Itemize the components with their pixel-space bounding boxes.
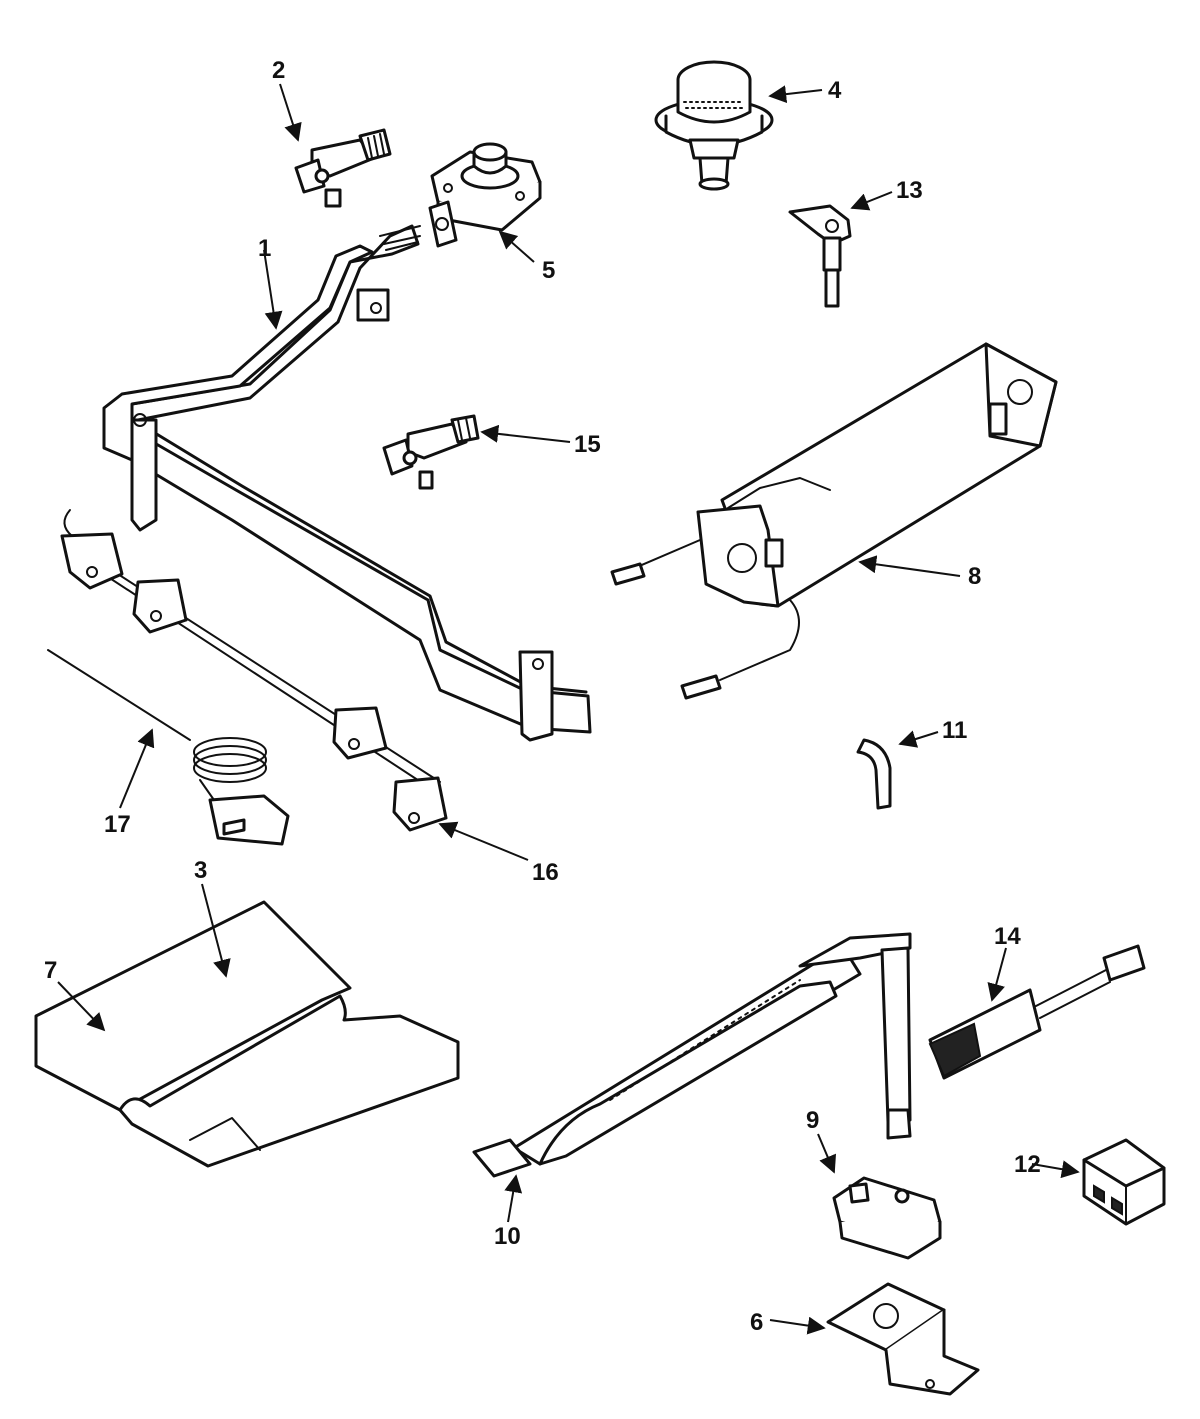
callout-11: 11 [942,717,967,744]
leader-7 [57,981,106,1032]
part-1-manifold [102,224,592,742]
leader-lines [57,83,1080,1335]
callout-4: 4 [828,77,842,104]
part-16-switch-assembly [60,509,448,832]
part-12-relay [1082,1138,1166,1226]
part-5-regulator [428,142,542,248]
callout-8: 8 [968,563,981,590]
callout-12: 12 [1014,1151,1041,1178]
leader-12 [1031,1160,1080,1179]
part-11-tube [856,738,892,810]
part-4-burner-head [654,60,774,191]
leader-13 [850,191,893,211]
callout-13: 13 [896,177,923,204]
leader-5 [498,230,535,263]
part-2-valve [294,128,392,208]
callout-3: 3 [194,857,207,884]
leader-9 [817,1133,837,1174]
part-14-igniter [928,944,1146,1080]
part-9-spark-module [832,1176,942,1260]
leader-16 [438,821,529,861]
part-13-bracket [788,204,852,308]
callout-16: 16 [532,859,559,886]
part-10-burner-tube [472,932,912,1178]
callout-1: 1 [258,235,271,262]
callout-9: 9 [806,1107,819,1134]
callout-2: 2 [272,57,285,84]
callout-10: 10 [494,1223,521,1250]
callout-5: 5 [542,257,555,284]
callout-15: 15 [574,431,601,458]
callout-6: 6 [750,1309,763,1336]
callout-labels: 1 2 3 4 5 6 7 8 9 10 11 12 13 14 15 16 1… [44,57,1041,1336]
part-8-burner-housing [610,342,1058,700]
leader-4 [768,85,823,104]
leader-14 [987,947,1007,1002]
leader-1 [263,249,283,330]
leader-10 [504,1174,523,1223]
part-6-bracket [826,1282,980,1396]
part-15-valve [382,414,480,490]
leader-11 [898,730,939,748]
callout-7: 7 [44,957,57,984]
leader-8 [858,555,961,577]
part-7-shield [34,900,460,1168]
callout-14: 14 [994,923,1021,950]
leader-3 [201,883,231,978]
part-17-thermostat [47,649,290,846]
leader-2 [279,83,302,142]
leader-6 [769,1316,826,1335]
leader-17 [119,728,155,809]
leader-15 [480,424,571,443]
callout-17: 17 [104,811,131,838]
